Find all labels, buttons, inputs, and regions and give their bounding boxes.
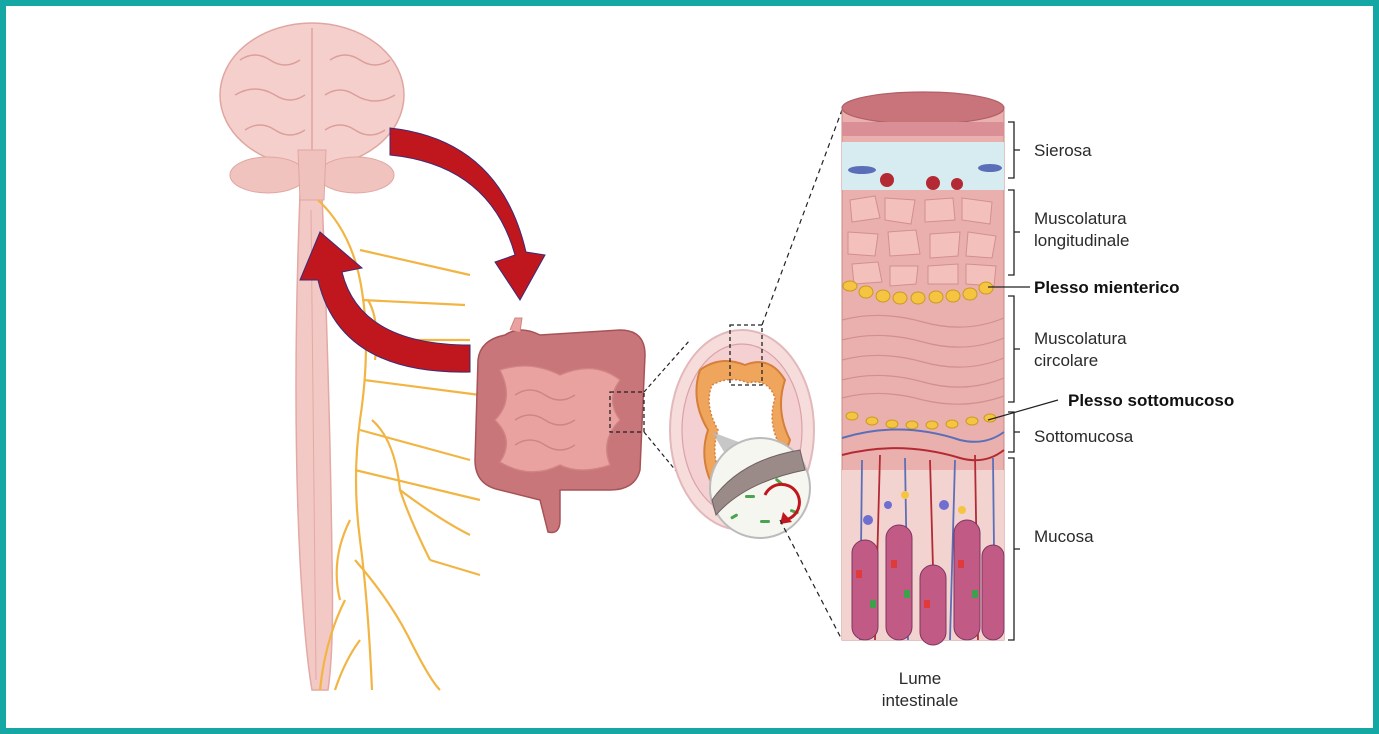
label-muscolatura-circolare: Muscolatura circolare — [1034, 328, 1184, 372]
label-plesso-mienterico: Plesso mienterico — [1034, 277, 1180, 299]
label-lume-intestinale: Lume intestinale — [860, 668, 980, 712]
intestine — [475, 318, 645, 533]
label-musc-long-line1: Muscolatura — [1034, 208, 1184, 230]
label-sottomucosa: Sottomucosa — [1034, 426, 1133, 448]
brain — [220, 23, 404, 200]
label-musc-circ-line2: circolare — [1034, 350, 1184, 372]
label-mucosa: Mucosa — [1034, 526, 1094, 548]
intestinal-wall-column — [842, 92, 1004, 645]
label-lume-line2: intestinale — [860, 690, 980, 712]
label-lume-line1: Lume — [860, 668, 980, 690]
label-musc-long-line2: longitudinale — [1034, 230, 1184, 252]
label-musc-circ-line1: Muscolatura — [1034, 328, 1184, 350]
label-muscolatura-longitudinale: Muscolatura longitudinale — [1034, 208, 1184, 252]
label-sierosa: Sierosa — [1034, 140, 1092, 162]
label-plesso-sottomucoso: Plesso sottomucoso — [1068, 390, 1234, 412]
layer-brackets — [1008, 122, 1020, 640]
